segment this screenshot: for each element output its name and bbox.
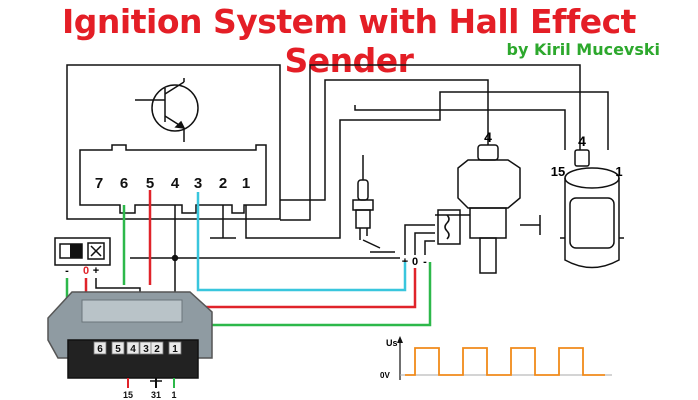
module-bottom-label: 31 — [151, 390, 161, 400]
module-pin-box — [126, 341, 140, 355]
connector-body — [79, 144, 267, 214]
module-bottom-label: 15 — [123, 390, 133, 400]
coil-terminal-4: 4 — [578, 133, 586, 149]
module-pin-box — [93, 341, 107, 355]
meter-minus-label: - — [65, 265, 69, 277]
module-pin-label: 6 — [97, 344, 103, 355]
control-unit-pin-7: 7 — [95, 175, 103, 192]
spark-plug — [352, 155, 381, 249]
module-pin-label: 2 — [154, 344, 160, 355]
control-unit-pin-3: 3 — [194, 175, 202, 192]
module-pin-box — [150, 341, 164, 355]
control-unit-pin-1: 1 — [242, 175, 250, 192]
module-pin-box — [111, 341, 125, 355]
coil-terminal-15: 15 — [551, 164, 565, 179]
module-pin-label: 1 — [172, 344, 178, 355]
coil-terminal-1: 1 — [615, 164, 622, 179]
hall-terminal-minus: - — [423, 256, 427, 268]
hall-signal-waveform — [397, 336, 612, 380]
npn-transistor-icon — [135, 78, 199, 142]
module-pin-label: 3 — [143, 344, 149, 355]
distributor — [435, 144, 541, 274]
distributor-terminal-label: 4 — [484, 129, 492, 145]
module-pin-label: 4 — [130, 344, 136, 355]
control-unit-schematic — [66, 64, 281, 220]
black-wiring — [130, 64, 609, 292]
waveform-baseline-label: 0V — [380, 371, 390, 380]
waveform-y-label: Us — [386, 338, 398, 348]
hall-terminal-zero: 0 — [412, 256, 418, 268]
module-pin-label: 5 — [115, 344, 121, 355]
control-unit-pin-6: 6 — [120, 175, 128, 192]
ignition-coil — [560, 149, 624, 269]
page-title: Ignition System with Hall Effect Sender — [62, 2, 636, 80]
waveform-trace — [405, 347, 605, 376]
module-bottom-wires: 15 31 1 — [123, 378, 177, 400]
module-bottom-label: 1 — [171, 390, 176, 400]
meter-plus-label: + — [93, 265, 99, 277]
author-credit: by Kiril Mucevski — [506, 40, 661, 59]
control-unit-pin-4: 4 — [171, 175, 180, 192]
control-unit-pin-5: 5 — [146, 175, 154, 192]
control-unit-pin-2: 2 — [219, 175, 227, 192]
module-pin-box — [168, 341, 182, 355]
test-meter — [54, 237, 111, 266]
ignition-module — [47, 291, 213, 379]
meter-zero-label: 0 — [83, 265, 89, 277]
